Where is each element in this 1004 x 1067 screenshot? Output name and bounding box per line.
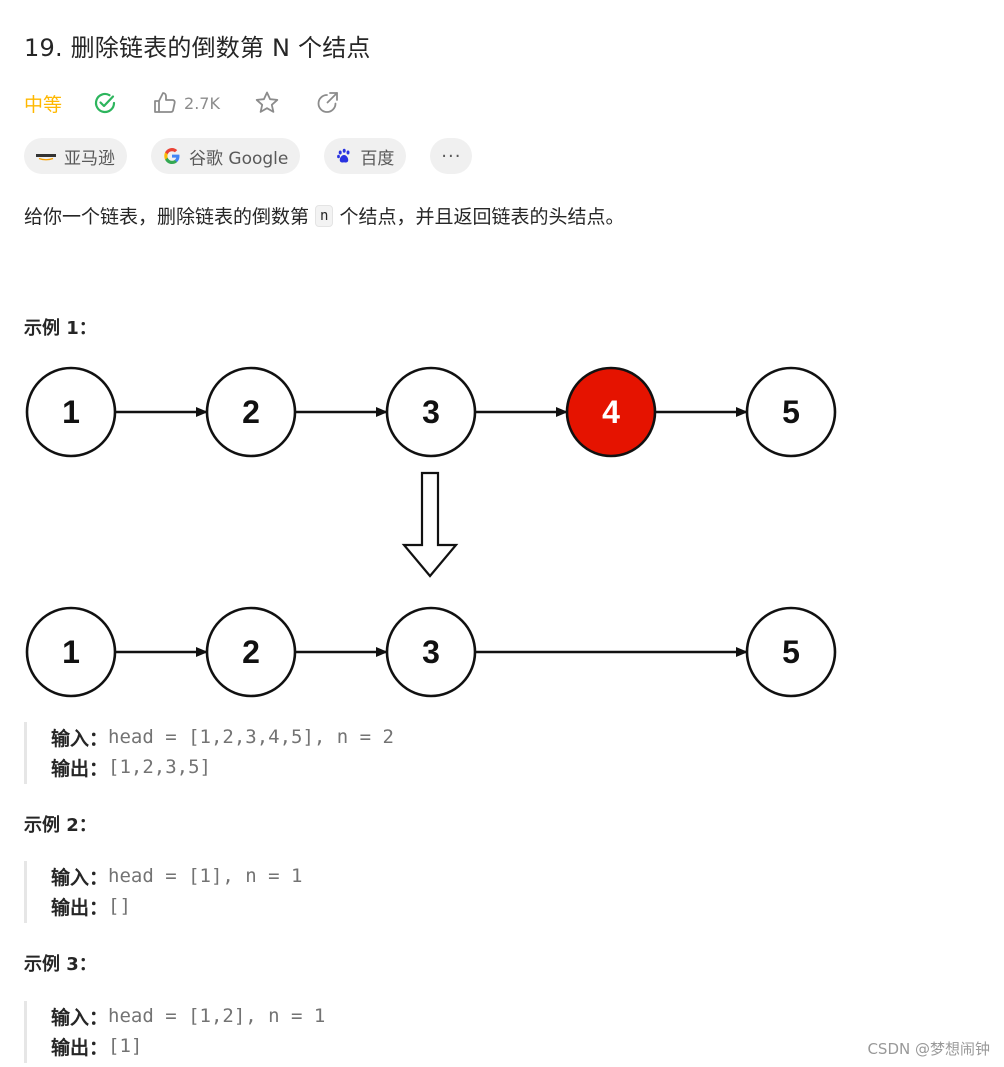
- output-value: []: [108, 895, 131, 917]
- description-text: 个结点，并且返回链表的头结点。: [339, 206, 625, 228]
- share-button[interactable]: [314, 90, 340, 116]
- output-label: 输出：: [51, 757, 109, 780]
- input-label: 输入：: [51, 866, 109, 889]
- input-value: head = [1,2,3,4,5], n = 2: [108, 726, 394, 748]
- input-label: 输入：: [51, 1006, 109, 1029]
- list-node: [25, 606, 117, 698]
- list-before-removal: 1 2 3 4 5: [25, 366, 837, 458]
- list-node-value: 3: [422, 394, 440, 430]
- company-tag-label: 亚马逊: [64, 148, 115, 169]
- list-node-value: 2: [242, 394, 260, 430]
- output-value: [1,2,3,5]: [108, 756, 211, 778]
- list-node-value: 3: [422, 634, 440, 670]
- more-tags-button[interactable]: ···: [430, 138, 473, 174]
- favorite-button[interactable]: [254, 90, 280, 116]
- removed-list-node: [565, 366, 657, 458]
- list-node: [205, 606, 297, 698]
- company-tag-amazon[interactable]: 亚马逊: [24, 138, 127, 174]
- problem-description: 给你一个链表，删除链表的倒数第 n 个结点，并且返回链表的头结点。: [24, 202, 624, 229]
- list-node-value: 1: [62, 394, 80, 430]
- company-tag-label: 谷歌 Google: [189, 148, 289, 169]
- problem-meta-bar: 中等 2.7K: [24, 88, 374, 118]
- transform-arrow-icon: [401, 471, 459, 578]
- input-value: head = [1,2], n = 1: [108, 1005, 326, 1027]
- company-tag-label: 百度: [360, 148, 395, 169]
- list-node-value: 5: [782, 634, 800, 670]
- list-node: [745, 606, 837, 698]
- example-1-block: 输入： head = [1,2,3,4,5], n = 2 输出： [1,2,3…: [24, 722, 394, 784]
- description-text: 给你一个链表，删除链表的倒数第: [24, 206, 310, 228]
- list-node-value: 4: [602, 394, 620, 430]
- difficulty-badge: 中等: [24, 93, 63, 116]
- example-2-block: 输入： head = [1], n = 1 输出： []: [24, 861, 302, 923]
- problem-title: 19. 删除链表的倒数第 N 个结点: [24, 34, 371, 62]
- check-circle-icon: [92, 90, 118, 116]
- csdn-watermark: CSDN @梦想闹钟: [867, 1040, 990, 1058]
- google-logo-icon: [163, 147, 181, 165]
- company-tag-baidu[interactable]: 百度: [324, 138, 407, 174]
- list-node-value: 1: [62, 634, 80, 670]
- list-node: [205, 366, 297, 458]
- input-label: 输入：: [51, 727, 109, 750]
- output-label: 输出：: [51, 1036, 109, 1059]
- example-1-title: 示例 1：: [24, 318, 97, 339]
- output-value: [1]: [108, 1035, 143, 1057]
- baidu-paw-icon: [336, 148, 352, 164]
- inline-code-n: n: [315, 204, 334, 227]
- list-after-removal: 1 2 3 5: [25, 606, 837, 698]
- input-value: head = [1], n = 1: [108, 865, 303, 887]
- output-label: 输出：: [51, 896, 109, 919]
- company-tags: 亚马逊 谷歌 Google 百度 ···: [24, 138, 496, 174]
- company-tag-google[interactable]: 谷歌 Google: [151, 138, 301, 174]
- list-node: [25, 366, 117, 458]
- like-count: 2.7K: [184, 93, 220, 113]
- linked-list-diagram: 1 2 3 4 5 1 2 3 5: [25, 366, 837, 698]
- example-3-title: 示例 3：: [24, 954, 97, 975]
- example-2-title: 示例 2：: [24, 815, 97, 836]
- example-3-block: 输入： head = [1,2], n = 1 输出： [1]: [24, 1001, 325, 1063]
- share-icon: [314, 90, 340, 116]
- star-icon: [254, 90, 280, 116]
- list-node: [385, 366, 477, 458]
- thumbs-up-icon: [152, 90, 178, 116]
- amazon-logo-icon: [36, 151, 56, 161]
- list-node-value: 2: [242, 634, 260, 670]
- list-node-value: 5: [782, 394, 800, 430]
- list-node: [385, 606, 477, 698]
- list-node: [745, 366, 837, 458]
- like-button[interactable]: 2.7K: [152, 90, 220, 116]
